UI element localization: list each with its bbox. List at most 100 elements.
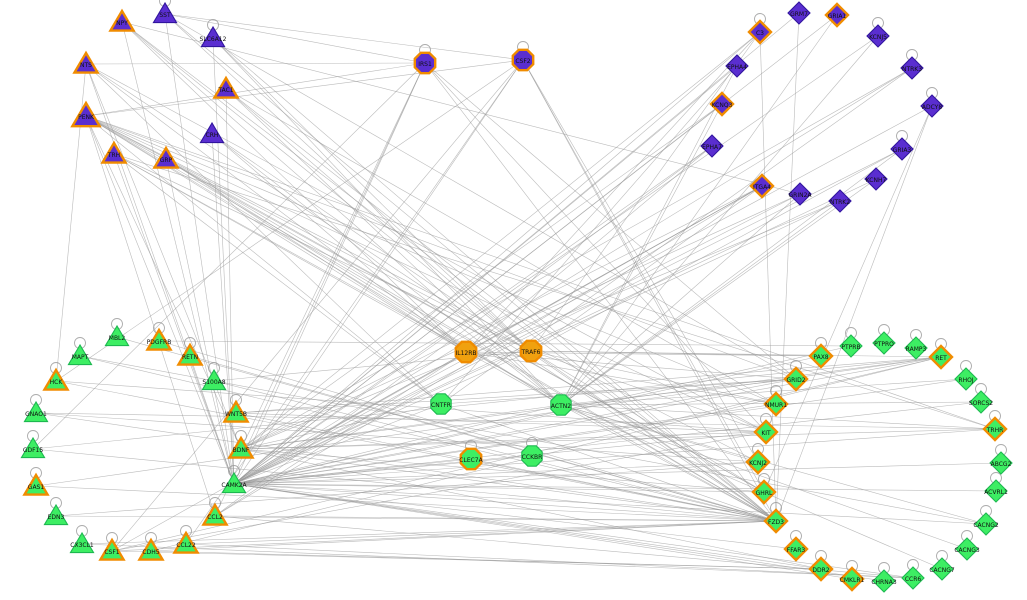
edge-IRS1-CAMK2A — [233, 62, 426, 485]
node-CMKLR1[interactable] — [839, 566, 865, 592]
node-EDN3[interactable] — [43, 503, 69, 526]
node-SST[interactable] — [152, 1, 178, 24]
node-FFAR3[interactable] — [783, 536, 809, 562]
node-CLEC7A[interactable] — [459, 447, 483, 471]
edge-SST-CAMK2A — [164, 13, 235, 485]
node-CCL2[interactable] — [201, 502, 229, 526]
node-GRIA1[interactable] — [824, 2, 850, 28]
node-PAX8[interactable] — [808, 343, 834, 369]
node-WNT5B[interactable] — [222, 399, 250, 423]
node-NTRK3[interactable] — [900, 56, 924, 80]
edge-NPY-TRAF6 — [121, 21, 532, 352]
edge-GRIA1-ACTN2 — [560, 14, 838, 406]
edge-EPHA4-CNTFR — [440, 65, 738, 405]
node-PDGFRB[interactable] — [145, 327, 173, 351]
node-GDF15[interactable] — [20, 436, 46, 459]
node-CSF1[interactable] — [98, 537, 126, 561]
node-GNAO1[interactable] — [23, 400, 49, 423]
node-PENK[interactable] — [70, 100, 102, 128]
node-EPHA7[interactable] — [700, 134, 724, 158]
node-SORCS2[interactable] — [969, 390, 993, 414]
edge-TRAF6-FZD3 — [530, 350, 777, 522]
node-GHRL[interactable] — [751, 479, 777, 505]
node-SLC6A12[interactable] — [200, 25, 226, 48]
edge-CNTFR-FZD3 — [440, 403, 777, 522]
edge-CAMK2A-RHOJ — [233, 378, 967, 485]
node-C3[interactable] — [747, 19, 773, 45]
edge-GRP-FZD3 — [165, 158, 777, 522]
node-CRH[interactable] — [199, 121, 225, 144]
node-TRAF6[interactable] — [519, 339, 543, 363]
node-CCL22[interactable] — [172, 530, 200, 554]
node-DDR2[interactable] — [808, 556, 834, 582]
node-ADCY8[interactable] — [920, 94, 944, 118]
node-TRHR[interactable] — [982, 416, 1008, 442]
node-MBL2[interactable] — [104, 324, 130, 347]
node-KCNH7[interactable] — [864, 167, 888, 191]
node-PTPRB[interactable] — [839, 334, 863, 358]
edge-PENK-TRAF6 — [85, 115, 532, 352]
edge-CRH-FZD3 — [211, 133, 777, 522]
edge-IL12RB-NMUR1 — [465, 351, 777, 405]
edge-CAMK2A-CACNG2 — [233, 483, 987, 525]
edge-ACTN2-CACNG3 — [560, 404, 968, 550]
node-CSF2[interactable] — [511, 48, 535, 72]
node-NTS[interactable] — [72, 50, 100, 74]
node-CCR6[interactable] — [901, 566, 925, 590]
edge-NTS-FZD3 — [85, 63, 777, 522]
node-ITGA4[interactable] — [749, 173, 775, 199]
node-GAS1[interactable] — [22, 472, 50, 496]
node-CNTFR[interactable] — [430, 393, 452, 415]
node-GRM7[interactable] — [787, 1, 811, 25]
edge-SST-CSF2 — [164, 13, 524, 61]
node-CACNG2[interactable] — [974, 512, 998, 536]
edge-CAMK2A-FZD3 — [233, 483, 777, 522]
node-EPHA4[interactable] — [725, 54, 749, 78]
node-GRIA3[interactable] — [890, 137, 914, 161]
node-KCNQ3[interactable] — [709, 91, 735, 117]
node-CACNG3[interactable] — [955, 537, 979, 561]
node-BDNF[interactable] — [227, 435, 255, 459]
node-GRIN2A[interactable] — [788, 182, 812, 206]
node-HCK[interactable] — [42, 367, 70, 391]
node-CDH5[interactable] — [137, 537, 165, 561]
node-GRP[interactable] — [152, 145, 180, 169]
node-KIT[interactable] — [753, 419, 779, 445]
node-ABCG2[interactable] — [989, 451, 1013, 475]
edge-CCL22-FZD3 — [185, 520, 777, 545]
node-CACNG7[interactable] — [930, 557, 954, 581]
node-RETN[interactable] — [176, 342, 204, 366]
edge-ACTN2-FZD3 — [560, 404, 777, 522]
node-TAC1[interactable] — [212, 75, 240, 99]
node-CAMK2A[interactable] — [221, 471, 247, 494]
node-CHRNA3[interactable] — [872, 569, 896, 593]
node-PTPRO[interactable] — [872, 331, 896, 355]
node-RHOJ[interactable] — [954, 367, 978, 391]
node-IRS1[interactable] — [413, 51, 437, 75]
node-CCKBR[interactable] — [521, 445, 543, 467]
node-RET[interactable] — [928, 344, 954, 370]
node-NMUR1[interactable] — [763, 391, 789, 417]
node-KCNJ5[interactable] — [866, 24, 890, 48]
edge-ACTN2-CACNG2 — [560, 404, 987, 525]
edge-CSF2-GHRL — [522, 59, 765, 493]
edge-CSF2-CCL22 — [185, 59, 524, 545]
node-MAPT[interactable] — [67, 343, 93, 366]
node-FZD3[interactable] — [763, 508, 789, 534]
node-KCNJ2[interactable] — [745, 449, 771, 475]
node-ACTN2[interactable] — [550, 394, 572, 416]
node-GRID2[interactable] — [783, 366, 809, 392]
node-NTRK2[interactable] — [828, 189, 852, 213]
node-RAMP3[interactable] — [904, 336, 928, 360]
node-TRH[interactable] — [100, 140, 128, 164]
node-ACVRL1[interactable] — [984, 479, 1008, 503]
edge-ACTN2-TRHR — [560, 404, 996, 430]
node-NPY[interactable] — [108, 8, 136, 32]
node-CX3CL1[interactable] — [69, 531, 95, 554]
edge-HCK-FZD3 — [55, 380, 777, 522]
node-IL12RB[interactable] — [454, 340, 478, 364]
node-S100A8[interactable] — [201, 368, 227, 391]
edge-CAMK2A-SORCS2 — [233, 401, 982, 485]
